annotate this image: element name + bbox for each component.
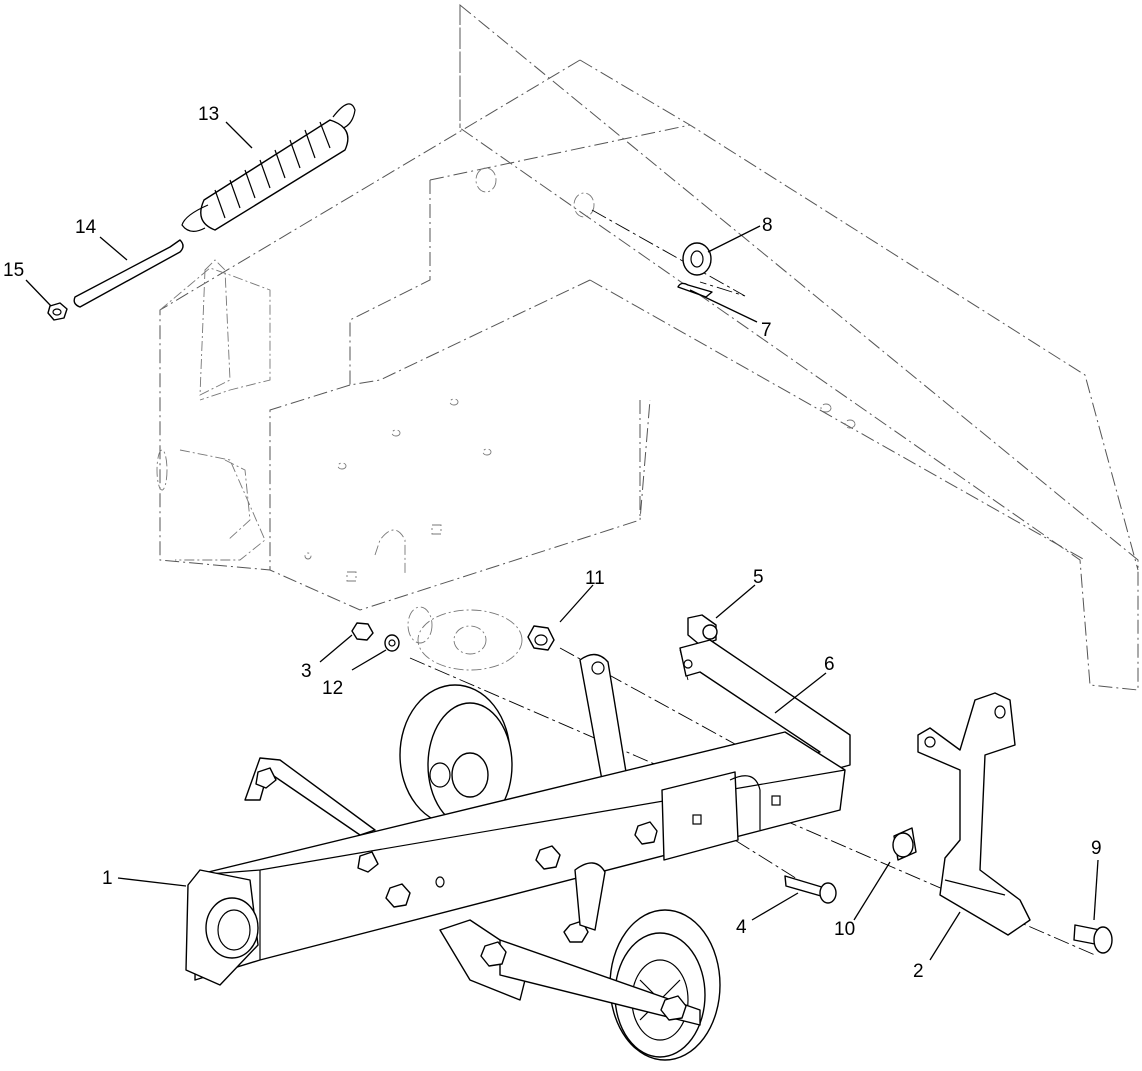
callout-15: 15: [3, 260, 24, 281]
washer-part-12: [384, 634, 400, 652]
callout-11: 11: [585, 568, 605, 589]
idler-wheel-upper: [399, 684, 513, 828]
washer-part-8: [682, 242, 712, 276]
callout-9: 9: [1091, 838, 1102, 859]
carrier-beam-part-1: [185, 731, 846, 986]
cotter-pin-part-7: [677, 282, 713, 298]
callout-12: 12: [322, 678, 343, 699]
callout-6: 6: [824, 654, 835, 675]
bushing-part-10: [892, 827, 917, 861]
callout-10: 10: [834, 919, 855, 940]
clevis-pin-part-4: [784, 875, 837, 904]
callout-13: 13: [198, 104, 219, 125]
frame-phantom-outline: [156, 3, 1139, 691]
spring-rod-part-14: [73, 239, 184, 308]
extension-spring-part-13: [181, 103, 356, 232]
callout-7: 7: [761, 320, 772, 341]
callout-14: 14: [75, 217, 97, 238]
callout-leaders: [25, 121, 1099, 961]
nut-part-3: [351, 622, 374, 641]
callout-1: 1: [102, 868, 113, 889]
callout-labels: 1 2 3 4 5 6 7 8 9 10 11 12 13 14 15: [3, 104, 1102, 982]
nut-part-11: [527, 625, 555, 651]
callout-2: 2: [913, 961, 924, 982]
flange-nut-part-5: [687, 614, 718, 646]
drive-wheel-lower: [439, 862, 721, 1061]
callout-5: 5: [753, 567, 764, 588]
callout-4: 4: [736, 917, 747, 938]
callout-8: 8: [762, 215, 773, 236]
pivot-arm-part-2: [917, 692, 1031, 936]
callout-3: 3: [301, 661, 312, 682]
nut-part-15: [47, 302, 68, 321]
clevis-pin-part-9: [1073, 924, 1113, 954]
